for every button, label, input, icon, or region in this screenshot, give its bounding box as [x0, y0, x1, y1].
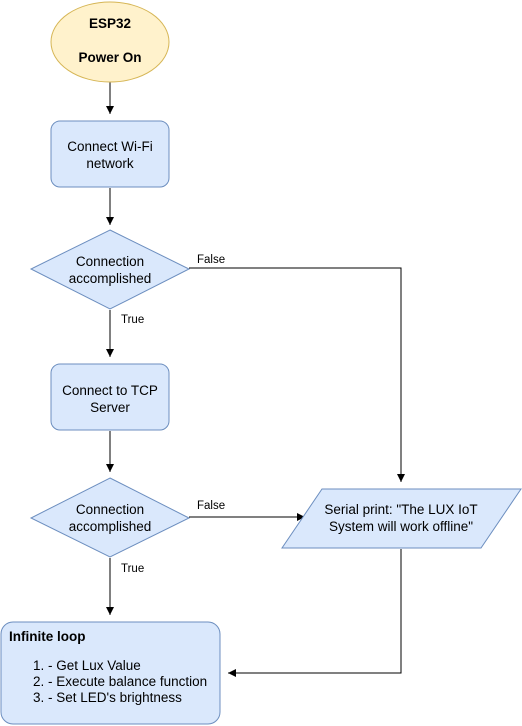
edge-label-wifi-true: True [121, 314, 144, 326]
serial-print-line2: System will work offline" [329, 519, 473, 534]
connect-tcp-node: Connect to TCP Server [50, 363, 170, 431]
loop-title: Infinite loop [9, 629, 86, 644]
loop-item-3: 3. - Set LED's brightness [33, 690, 182, 705]
edge-serial-to-loop [228, 549, 402, 677]
infinite-loop-node: Infinite loop 1. - Get Lux Value 2. - Ex… [0, 621, 221, 725]
decision-wifi-line2: accomplished [69, 271, 152, 286]
serial-print-line1: Serial print: "The LUX IoT [324, 502, 477, 517]
loop-item-2: 2. - Execute balance function [33, 674, 207, 689]
decision-wifi-line1: Connection [76, 254, 144, 269]
decision-tcp-line2: accomplished [69, 519, 152, 534]
decision-tcp-line1: Connection [76, 502, 144, 517]
connect-wifi-line1: Connect Wi-Fi [67, 139, 153, 154]
decision-wifi-node: Connection accomplished [29, 229, 191, 310]
edges [106, 82, 405, 677]
edge-label-wifi-false: False [197, 254, 225, 266]
start-node: ESP32 Power On [50, 1, 170, 83]
connect-wifi-node: Connect Wi-Fi network [50, 120, 170, 188]
connect-tcp-line1: Connect to TCP [62, 383, 158, 398]
connect-wifi-line2: network [86, 156, 134, 171]
edge-label-tcp-false: False [197, 500, 225, 512]
decision-tcp-node: Connection accomplished [29, 477, 191, 558]
loop-item-1: 1. - Get Lux Value [33, 658, 141, 673]
connect-tcp-line2: Server [90, 400, 130, 415]
serial-print-node: Serial print: "The LUX IoT System will w… [281, 488, 522, 549]
start-node-line2: Power On [78, 50, 141, 65]
edge-decision-wifi-false [189, 267, 405, 482]
start-node-line1: ESP32 [89, 16, 131, 31]
edge-label-tcp-true: True [121, 563, 144, 575]
